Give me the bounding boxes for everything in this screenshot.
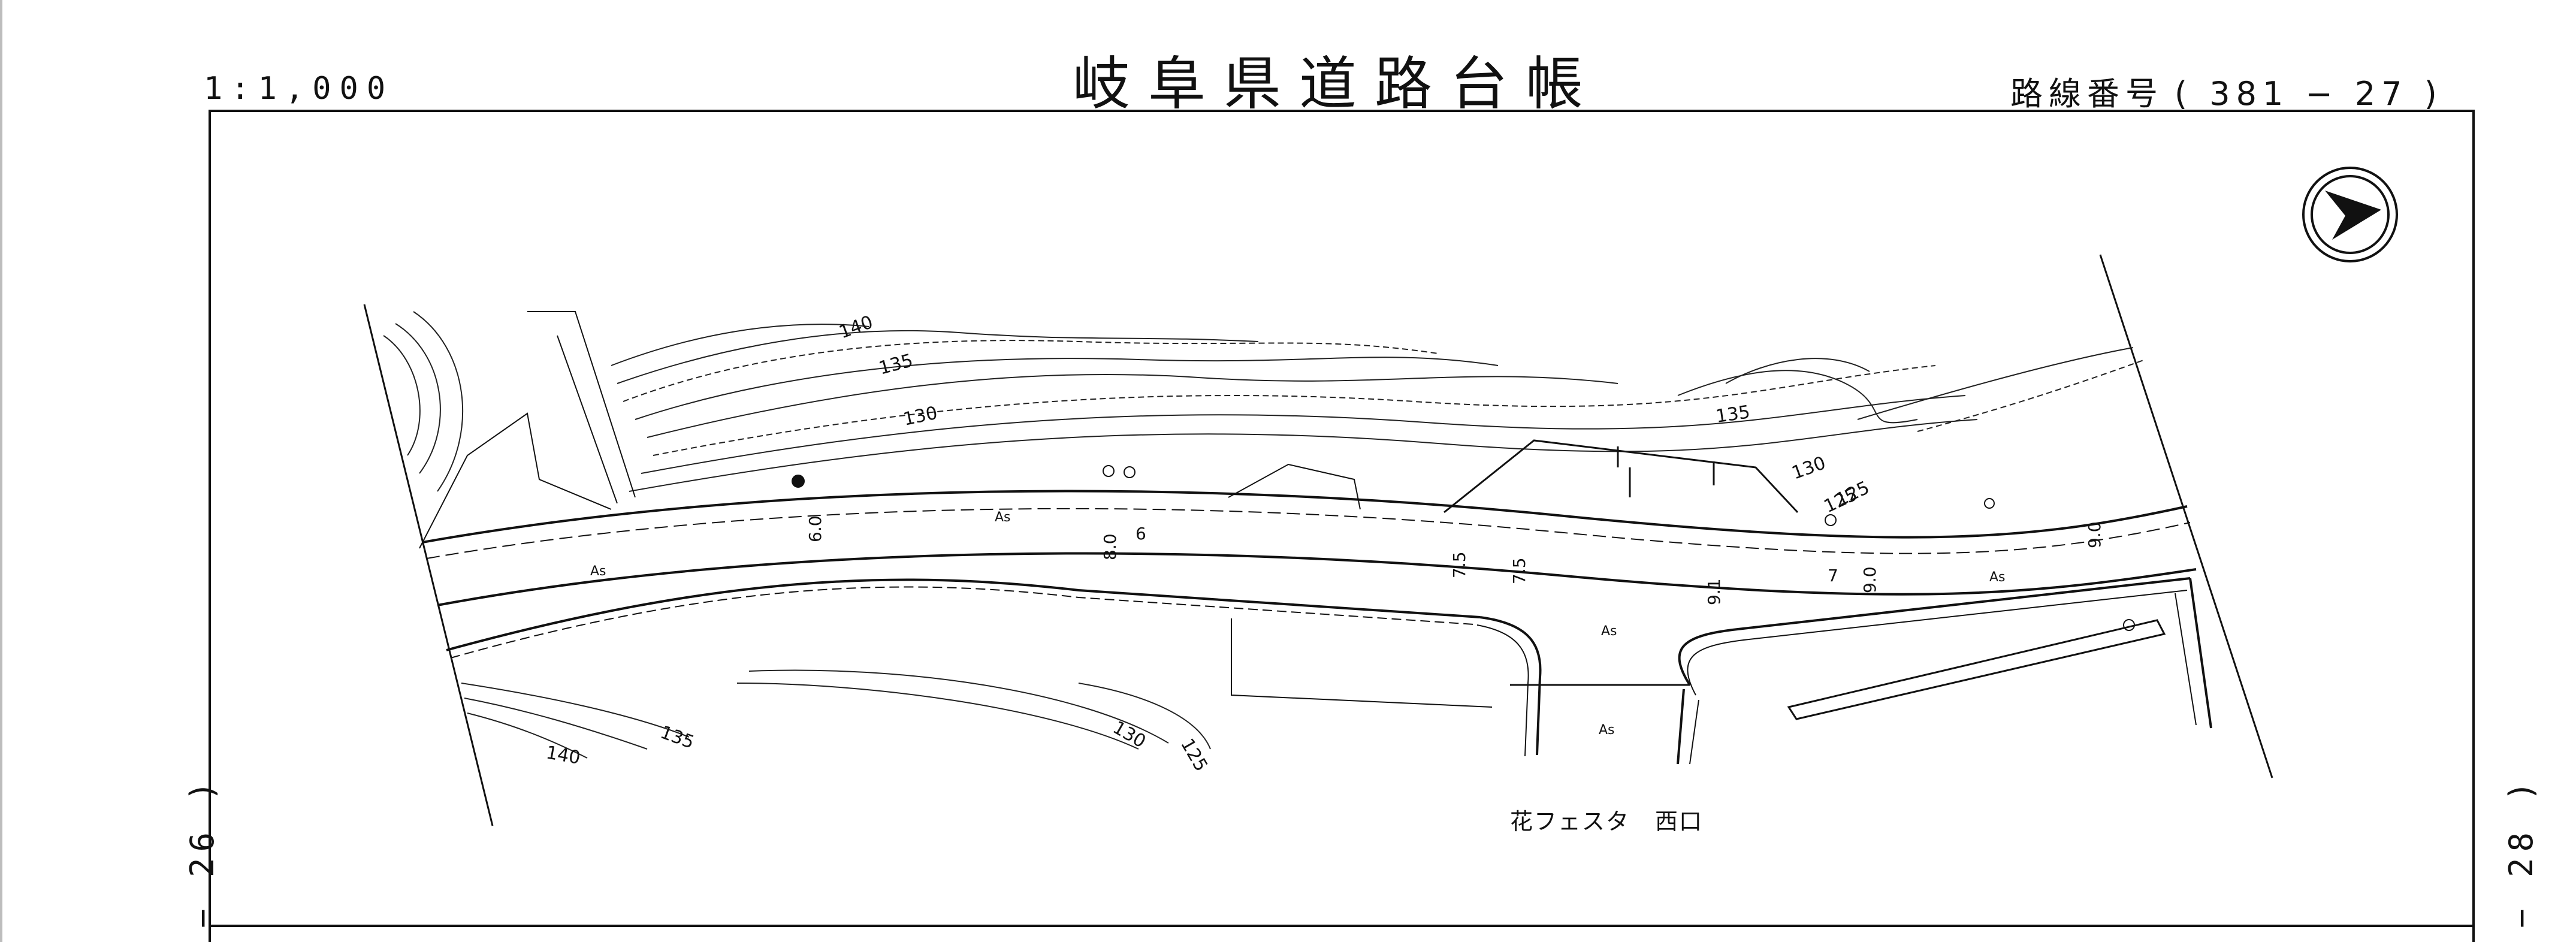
page-left-edge xyxy=(0,0,2,942)
surface-label: As xyxy=(995,510,1011,525)
map-scale: 1:1,000 xyxy=(204,71,394,107)
width-label: 9.0 xyxy=(2085,521,2104,548)
contour-lines-south xyxy=(461,669,1211,759)
route-number-label: 路線番号 xyxy=(2010,75,2164,113)
vegetation xyxy=(419,311,1361,549)
contour-label: 130 xyxy=(1109,717,1149,753)
section-boundaries xyxy=(363,254,2273,826)
width-label: 6 xyxy=(1136,524,1146,544)
contour-value-labels: 140 135 130 125 135 130 125 140 135 130 … xyxy=(545,312,1873,775)
contour-label: 135 xyxy=(877,350,915,379)
contour-label: 130 xyxy=(901,403,939,430)
width-label: 9.1 xyxy=(1704,578,1724,605)
adjacent-sheet-left: − 26 ) xyxy=(183,775,222,929)
surface-label: As xyxy=(1601,624,1617,639)
road xyxy=(422,490,2212,765)
width-label: 7.5 xyxy=(1449,551,1469,578)
width-label: 8.0 xyxy=(1100,533,1120,560)
road-width-labels: 6.0 8.0 6 7.5 7.5 9.1 7 9.0 9.0 xyxy=(805,515,2104,605)
contour-label: 135 xyxy=(1714,401,1751,427)
route-number-value: ( 381 − 27 ) xyxy=(2175,75,2443,113)
width-label: 7.5 xyxy=(1509,557,1529,584)
surface-label: As xyxy=(1989,570,2006,585)
contour-label: 140 xyxy=(836,312,876,343)
place-name-main: 花フェスタ xyxy=(1510,808,1630,835)
width-label: 7 xyxy=(1828,566,1838,585)
route-number: 路線番号 ( 381 − 27 ) xyxy=(2010,67,2443,114)
embankment xyxy=(1443,439,1799,514)
contour-label: 140 xyxy=(545,742,582,768)
surface-label: As xyxy=(1599,723,1615,738)
place-name-exit: 西口 xyxy=(1655,808,1704,835)
contour-label: 135 xyxy=(657,722,697,753)
contour-label: 130 xyxy=(1789,452,1829,484)
page-title: 岐阜県道路台帳 xyxy=(1073,50,1601,117)
surface-labels: As As As As As xyxy=(590,510,2006,738)
place-name-label: 花フェスタ西口 xyxy=(1510,803,1703,836)
road-markers xyxy=(792,465,2135,631)
north-arrow-icon xyxy=(2302,167,2398,262)
adjacent-sheet-right: − 28 ) xyxy=(2502,775,2541,929)
width-label: 9.0 xyxy=(1860,566,1880,593)
surface-label: As xyxy=(590,564,606,579)
map-frame xyxy=(209,110,2475,942)
contour-lines-north xyxy=(383,311,2146,492)
width-label: 6.0 xyxy=(805,515,825,542)
